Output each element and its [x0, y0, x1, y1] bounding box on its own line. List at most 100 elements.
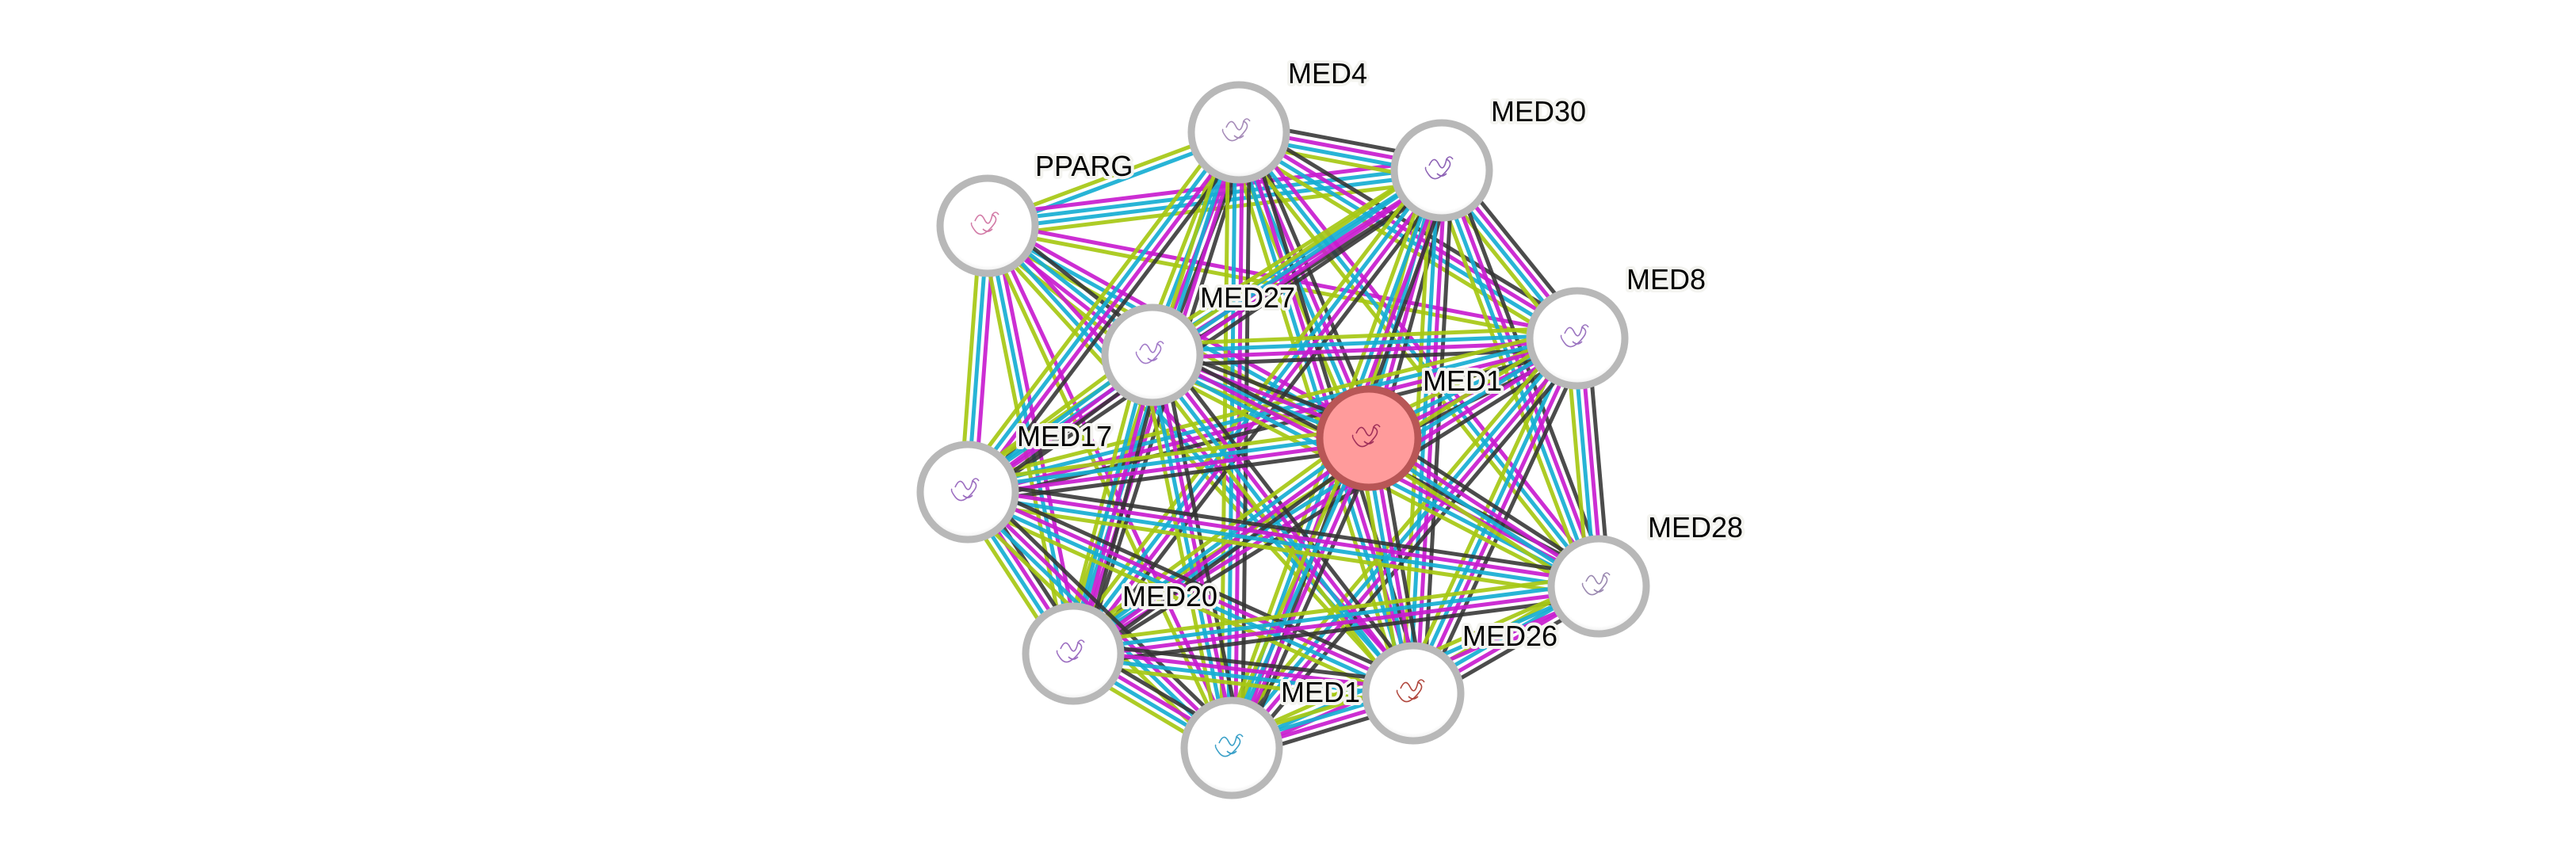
- edge-line-databases: [967, 433, 1369, 491]
- node-med19[interactable]: [1180, 696, 1283, 799]
- edge-line-coexpression: [1421, 170, 1454, 694]
- edge-line-textmining: [965, 425, 1368, 484]
- edge-line-textmining: [965, 500, 1598, 599]
- protein-structure-icon: [1396, 679, 1425, 703]
- node-label-med30: MED30: [1491, 95, 1586, 128]
- edge-line-textmining: [1071, 574, 1598, 646]
- edge-line-experiments: [968, 339, 1579, 498]
- edge-line-experiments: [969, 133, 1244, 496]
- edge-line-databases: [1147, 355, 1231, 750]
- node-circle[interactable]: [1022, 602, 1125, 705]
- edge-line-coexpression: [1081, 357, 1165, 658]
- edge-line-experiments: [969, 171, 1445, 497]
- node-med4[interactable]: [1187, 81, 1290, 184]
- edge-line-textmining: [961, 159, 1437, 485]
- node-circle[interactable]: [1316, 385, 1422, 491]
- edge-line-textmining: [1152, 326, 1577, 347]
- node-pparg[interactable]: [936, 174, 1039, 277]
- edge-line-databases: [966, 493, 1599, 592]
- protein-structure-icon: [1581, 572, 1611, 596]
- nodes-layer: MED1: [916, 81, 1650, 799]
- edge-line-coexpression: [969, 446, 1371, 505]
- edge-MED17-MED26[interactable]: [962, 480, 1419, 705]
- edge-line-coexpression: [1077, 345, 1584, 665]
- node-med30[interactable]: [1390, 119, 1493, 222]
- node-label-med20: MED20: [1122, 580, 1217, 612]
- edge-line-textmining: [1220, 433, 1361, 745]
- node-circle[interactable]: [1526, 287, 1629, 390]
- edge-line-databases: [1072, 581, 1599, 653]
- edge-line-databases: [1069, 433, 1368, 653]
- edge-line-databases: [1072, 654, 1413, 699]
- node-med28[interactable]: [1547, 535, 1650, 638]
- protein-structure-icon: [1560, 324, 1589, 348]
- edge-line-textmining: [957, 124, 1233, 487]
- edge-line-textmining: [1142, 360, 1407, 701]
- edge-line-textmining: [988, 178, 1443, 238]
- node-med1[interactable]: [1316, 385, 1422, 491]
- edge-line-textmining: [1072, 662, 1412, 706]
- edge-line-textmining: [962, 500, 1410, 705]
- protein-structure-icon: [1214, 734, 1244, 757]
- edge-line-experiments: [968, 486, 1600, 586]
- node-circle[interactable]: [936, 174, 1039, 277]
- node-circle[interactable]: [916, 441, 1019, 544]
- protein-structure-icon: [1056, 639, 1085, 663]
- node-circle[interactable]: [1101, 303, 1204, 406]
- node-circle[interactable]: [1362, 642, 1465, 745]
- edge-line-databases: [965, 493, 1413, 699]
- edge-line-databases: [963, 128, 1238, 491]
- node-circle[interactable]: [1547, 535, 1650, 638]
- edge-line-coexpression: [1240, 132, 1252, 749]
- edge-line-experiments: [988, 220, 1579, 338]
- node-circle[interactable]: [1187, 81, 1290, 184]
- node-med26[interactable]: [1362, 642, 1465, 745]
- edge-line-textmining: [1231, 135, 1595, 593]
- edge-line-coexpression: [1240, 441, 1381, 753]
- edge-MED1-MED20[interactable]: [1065, 428, 1377, 664]
- node-label-pparg: PPARG: [1035, 150, 1133, 182]
- edge-line-experiments: [1073, 587, 1599, 659]
- edge-line-databases: [1227, 334, 1577, 747]
- node-circle[interactable]: [1180, 696, 1283, 799]
- edge-line-coexpression: [969, 346, 1580, 505]
- edge-line-databases: [965, 166, 1441, 491]
- edge-MED20-MED26[interactable]: [1072, 641, 1415, 706]
- edge-line-experiments: [1233, 438, 1374, 750]
- node-label-med26: MED26: [1462, 620, 1557, 652]
- edge-MED8-MED27[interactable]: [1152, 326, 1578, 368]
- node-label-med17: MED17: [1017, 420, 1112, 452]
- node-label-med8: MED8: [1626, 263, 1706, 296]
- edge-line-coexpression: [973, 483, 1241, 742]
- edge-MED1-MED17[interactable]: [965, 425, 1371, 505]
- protein-structure-icon: [1135, 341, 1164, 364]
- node-label-med28: MED28: [1648, 511, 1743, 544]
- node-med17[interactable]: [916, 441, 1019, 544]
- protein-structure-icon: [950, 478, 980, 502]
- edge-line-experiments: [968, 486, 1416, 692]
- node-circle[interactable]: [1390, 119, 1493, 222]
- edge-line-textmining: [1140, 357, 1224, 751]
- edge-MED17-MED28[interactable]: [965, 479, 1601, 599]
- protein-structure-icon: [1424, 156, 1454, 180]
- protein-structure-icon: [1221, 118, 1251, 142]
- edge-line-databases: [1226, 436, 1368, 748]
- node-med20[interactable]: [1022, 602, 1125, 705]
- edge-line-coexpression: [1074, 641, 1415, 685]
- edge-line-experiments: [1153, 351, 1418, 692]
- node-label-med1: MED1: [1423, 364, 1502, 397]
- node-label-med19: MED1: [1281, 676, 1360, 708]
- edge-MED30-MED17[interactable]: [961, 159, 1449, 503]
- edge-MED1-MED19[interactable]: [1220, 433, 1381, 753]
- node-med27[interactable]: [1101, 303, 1204, 406]
- edge-line-coexpression: [1159, 347, 1424, 689]
- node-label-med27: MED27: [1200, 281, 1295, 314]
- edge-line-coexpression: [969, 479, 1601, 578]
- edge-line-coexpression: [1238, 344, 1588, 757]
- node-label-med4: MED4: [1288, 57, 1367, 90]
- node-med8[interactable]: [1526, 287, 1629, 390]
- edge-line-coexpression: [1078, 444, 1377, 664]
- edge-line-coexpression: [1160, 352, 1244, 746]
